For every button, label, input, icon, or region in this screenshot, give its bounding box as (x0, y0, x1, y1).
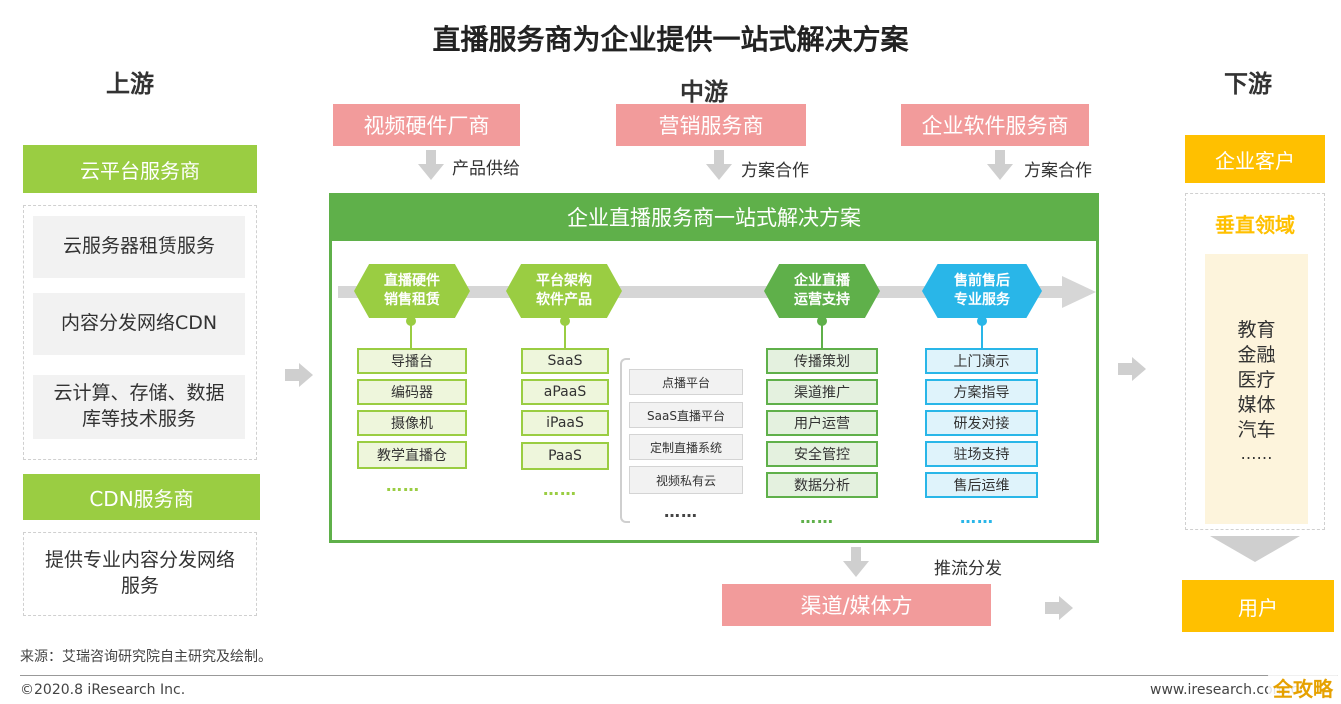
operations-item: 数据分析 (766, 472, 878, 498)
channel-media-box: 渠道/媒体方 (722, 584, 991, 626)
hardware-item: 摄像机 (357, 410, 467, 436)
solution-frame-title: 企业直播服务商一站式解决方案 (329, 193, 1099, 241)
down-arrow-icon (843, 547, 869, 577)
supplier-box: 视频硬件厂商 (333, 104, 520, 146)
platform-item: iPaaS (521, 410, 609, 436)
source-note: 来源：艾瑞咨询研究院自主研究及绘制。 (20, 649, 272, 665)
supplier-relation-label: 方案合作 (741, 161, 809, 181)
down-chevron-icon (1210, 536, 1300, 562)
connector-dot (817, 316, 827, 326)
watermark-logo: 全攻略 (1268, 672, 1338, 702)
cdn-provider-box: CDN服务商 (23, 474, 260, 520)
connector-dot (977, 316, 987, 326)
cloud-provider-box: 云平台服务商 (23, 145, 257, 193)
right-arrow-icon (1045, 596, 1073, 620)
industry-item: …… (1240, 444, 1273, 463)
platform-item: PaaS (521, 442, 609, 470)
push-distribution-label: 推流分发 (934, 559, 1002, 579)
saas-sub-item: 视频私有云 (629, 466, 743, 494)
service-item: 上门演示 (925, 348, 1038, 374)
saas-sub-item: 点播平台 (629, 369, 743, 395)
service-item: 驻场支持 (925, 441, 1038, 467)
hardware-item: 导播台 (357, 348, 467, 374)
category-hexagon: 企业直播 运营支持 (764, 264, 880, 318)
service-item: 售后运维 (925, 472, 1038, 498)
vertical-panel (1185, 193, 1325, 530)
cloud-service-item: 云计算、存储、数据库等技术服务 (33, 375, 245, 439)
operations-item: 传播策划 (766, 348, 878, 374)
connector-line (981, 318, 983, 348)
downstream-heading: 下游 (1224, 70, 1272, 98)
right-arrow-icon (285, 363, 313, 387)
footer-divider (20, 675, 1338, 676)
category-label: 企业直播 运营支持 (794, 273, 850, 308)
platform-item: SaaS (521, 348, 609, 374)
industry-list (1205, 254, 1308, 524)
more-indicator: …… (664, 502, 698, 521)
saas-bracket (620, 358, 630, 523)
supplier-relation-label: 方案合作 (1024, 161, 1092, 181)
saas-sub-item: SaaS直播平台 (629, 402, 743, 428)
down-arrow-icon (418, 150, 444, 180)
saas-sub-item: 定制直播系统 (629, 434, 743, 460)
supplier-relation-label: 产品供给 (452, 159, 520, 179)
page-title: 直播服务商为企业提供一站式解决方案 (432, 23, 909, 56)
industry-item: 汽车 (1237, 419, 1276, 441)
category-label: 售前售后 专业服务 (954, 273, 1010, 308)
hardware-item: 编码器 (357, 379, 467, 405)
midstream-heading: 中游 (680, 78, 728, 106)
connector-line (410, 318, 412, 348)
industry-item: 教育 (1237, 319, 1276, 341)
enterprise-client-box: 企业客户 (1185, 135, 1325, 183)
industry-item: 金融 (1237, 344, 1276, 366)
cloud-services-panel (23, 205, 257, 460)
connector-dot (560, 316, 570, 326)
user-box: 用户 (1182, 580, 1334, 632)
service-item: 研发对接 (925, 410, 1038, 436)
category-label: 直播硬件 销售租赁 (384, 273, 440, 308)
supplier-box: 营销服务商 (616, 104, 806, 146)
hardware-item: 教学直播仓 (357, 441, 467, 469)
more-indicator: …… (960, 508, 994, 527)
category-hexagon: 平台架构 软件产品 (506, 264, 622, 318)
down-arrow-icon (987, 150, 1013, 180)
right-arrow-icon (1118, 357, 1146, 381)
vertical-heading: 垂直领域 (1215, 212, 1295, 237)
industry-item: 媒体 (1237, 394, 1276, 416)
copyright: ©2020.8 iResearch Inc. (20, 682, 186, 698)
cloud-service-item: 云服务器租赁服务 (33, 216, 245, 278)
upstream-heading: 上游 (106, 70, 154, 98)
down-arrow-icon (706, 150, 732, 180)
more-indicator: …… (386, 476, 420, 495)
connector-line (564, 318, 566, 348)
cloud-service-item: 内容分发网络CDN (33, 293, 245, 355)
more-indicator: …… (543, 480, 577, 499)
more-indicator: …… (800, 508, 834, 527)
category-label: 平台架构 软件产品 (536, 273, 592, 308)
supplier-box: 企业软件服务商 (901, 104, 1089, 146)
category-hexagon: 售前售后 专业服务 (922, 264, 1042, 318)
operations-item: 安全管控 (766, 441, 878, 467)
platform-item: aPaaS (521, 379, 609, 405)
operations-item: 渠道推广 (766, 379, 878, 405)
service-item: 方案指导 (925, 379, 1038, 405)
connector-dot (406, 316, 416, 326)
operations-item: 用户运营 (766, 410, 878, 436)
industry-item: 医疗 (1237, 369, 1276, 391)
category-hexagon: 直播硬件 销售租赁 (354, 264, 470, 318)
connector-line (821, 318, 823, 348)
cdn-service-item: 提供专业内容分发网络服务 (23, 532, 257, 616)
